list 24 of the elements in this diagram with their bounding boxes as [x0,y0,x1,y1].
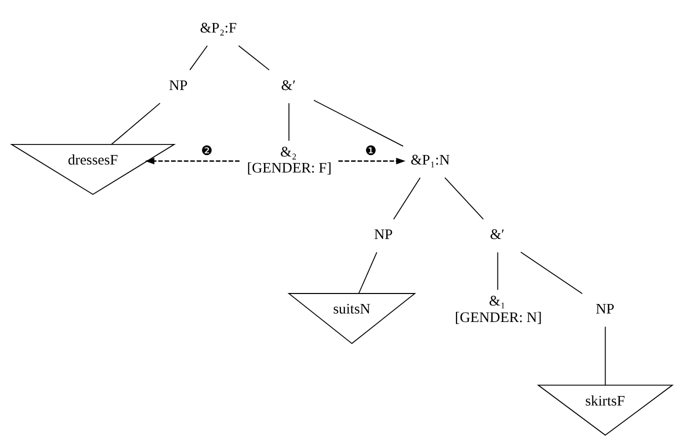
connector [497,252,498,290]
connector [604,326,606,386]
edge-label: ❶ [364,144,377,158]
connector [313,100,404,147]
node-text: &P₂:F [200,20,237,37]
connector [111,102,160,145]
connector [238,45,270,70]
node-text: &P₁:N [410,152,450,169]
node-text: NP [596,302,614,318]
node-text: NP [374,227,393,244]
arrow [338,158,406,164]
node-text: &′ [490,227,504,244]
connector [358,252,378,294]
node-text: &₂ [GENDER: F] [246,144,332,177]
node-text: NP [169,78,188,94]
node-text: &₁ [GENDER: N] [454,293,542,326]
edge-label: ❷ [200,144,213,158]
connector [444,177,484,220]
connector [520,252,583,294]
node-text: &′ [281,78,296,94]
arrow [145,158,240,164]
connector [189,45,208,70]
connector [288,102,290,142]
connector [393,177,421,220]
